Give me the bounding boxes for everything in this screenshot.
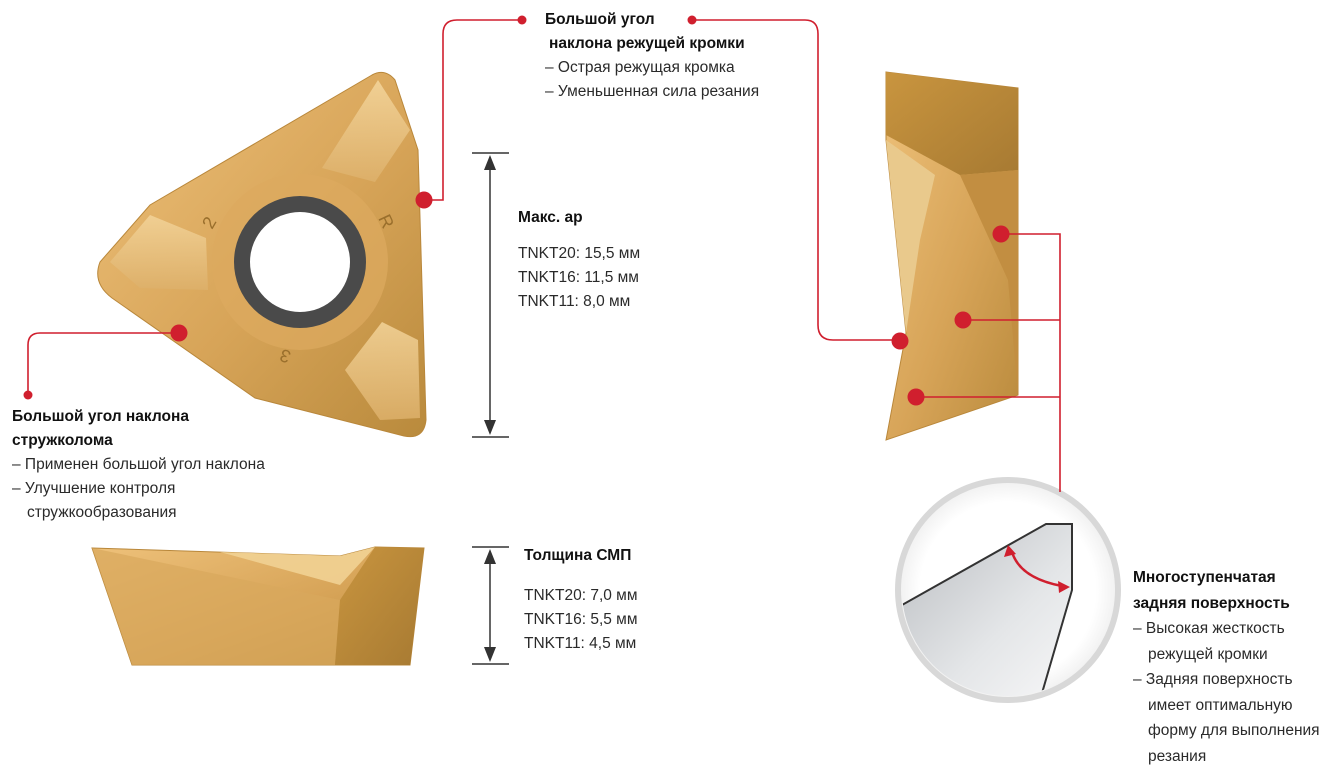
clearance-angle-arrow	[1010, 551, 1063, 588]
label-max-ap-item: TNKT11: 8,0 мм	[518, 293, 631, 310]
label-chipbreaker-title1: Большой угол наклона	[12, 408, 189, 425]
label-max-ap-item: TNKT16: 11,5 мм	[518, 269, 639, 286]
max-ap-dimension	[472, 152, 509, 438]
label-clearance-item: – Высокая жесткость	[1133, 620, 1285, 637]
label-rake-edge-item: – Уменьшенная сила резания	[545, 83, 760, 100]
leader-rake-edge-right	[692, 19, 900, 341]
label-chipbreaker: Большой угол наклона стружколома – Приме…	[12, 405, 265, 525]
label-clearance: Многоступенчатая задняя поверхность – Вы…	[1133, 565, 1320, 769]
edge-insert-chip-face	[886, 140, 935, 333]
leader-dots	[23, 15, 1010, 406]
leader-lines	[27, 19, 1061, 492]
label-max-ap-title: Макс. ар	[518, 209, 583, 226]
triangular-insert: R 2 3	[97, 71, 427, 438]
magnified-edge-circle	[895, 477, 1121, 703]
side-insert-rake	[220, 547, 375, 585]
label-rake-edge: Большой угол наклона режущей кромки – Ос…	[545, 8, 759, 104]
chipbreaker-groove-bottom	[345, 322, 420, 420]
label-chipbreaker-item: – Применен большой угол наклона	[12, 456, 265, 473]
leader-clearance	[916, 233, 1061, 492]
label-clearance-item: режущей кромки	[1148, 645, 1268, 663]
leader-chipbreaker	[27, 332, 179, 395]
label-clearance-item: – Задняя поверхность	[1133, 671, 1293, 688]
label-rake-edge-title2: наклона режущей кромки	[549, 35, 745, 52]
label-clearance-title2: задняя поверхность	[1133, 594, 1290, 612]
arrowhead-right	[1058, 581, 1070, 593]
label-chipbreaker-item: стружкообразования	[27, 504, 177, 521]
label-clearance-item: имеет оптимальную	[1148, 696, 1293, 714]
chipbreaker-groove-left	[110, 215, 208, 290]
chipbreaker-groove-top	[322, 80, 410, 182]
edge-insert-top-face	[886, 72, 1018, 175]
label-clearance-item: резания	[1148, 747, 1207, 765]
label-clearance-item: форму для выполнения	[1148, 722, 1320, 739]
insert-hole	[250, 212, 350, 312]
label-thickness-title: Толщина СМП	[524, 547, 632, 564]
magnified-insert-section	[902, 523, 1073, 696]
side-insert-edge-face	[335, 547, 424, 665]
label-rake-edge-item: – Острая режущая кромка	[545, 59, 735, 76]
label-thickness-item: TNKT20: 7,0 мм	[524, 587, 638, 604]
label-max-ap: Макс. ар TNKT20: 15,5 мм TNKT16: 11,5 мм…	[518, 206, 640, 314]
side-insert	[91, 546, 425, 666]
side-insert-flank	[92, 548, 340, 665]
label-thickness-item: TNKT11: 4,5 мм	[524, 635, 637, 652]
arrowhead-top	[1004, 545, 1016, 557]
label-thickness-item: TNKT16: 5,5 мм	[524, 611, 638, 628]
edge-insert	[885, 71, 1019, 441]
label-max-ap-item: TNKT20: 15,5 мм	[518, 245, 641, 262]
label-chipbreaker-item: – Улучшение контроля	[12, 480, 176, 497]
leader-rake-edge-left	[424, 19, 522, 201]
label-thickness: Толщина СМП TNKT20: 7,0 мм TNKT16: 5,5 м…	[524, 544, 638, 656]
label-rake-edge-title1: Большой угол	[545, 11, 655, 28]
thickness-dimension	[472, 546, 509, 665]
label-chipbreaker-title2: стружколома	[12, 432, 113, 449]
label-clearance-title1: Многоступенчатая	[1133, 569, 1276, 586]
